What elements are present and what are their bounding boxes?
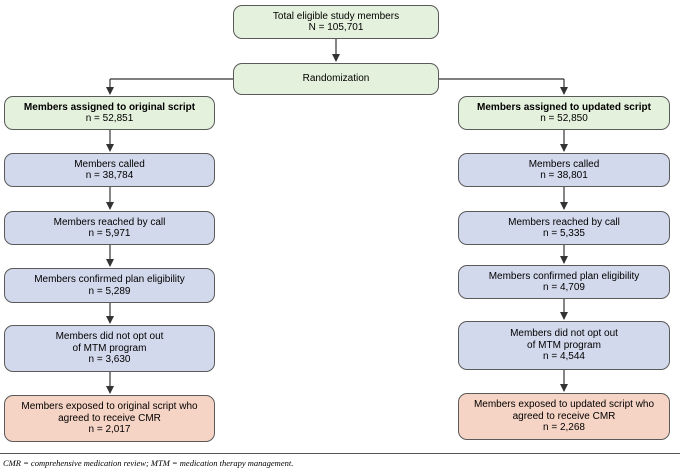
left-reached-label: Members reached by call — [53, 216, 166, 228]
left-not-opt-out-box: Members did not opt out of MTM program n… — [4, 325, 215, 372]
right-not-opt-out-count: n = 4,544 — [543, 351, 585, 363]
right-confirmed-box: Members confirmed plan eligibility n = 4… — [458, 265, 670, 299]
right-assigned-box: Members assigned to updated script n = 5… — [458, 96, 670, 130]
randomization-label: Randomization — [302, 73, 370, 85]
randomization-box: Randomization — [233, 63, 439, 95]
right-confirmed-label: Members confirmed plan eligibility — [488, 270, 640, 282]
left-assigned-count: n = 52,851 — [85, 113, 134, 124]
right-confirmed-count: n = 4,709 — [543, 282, 585, 293]
left-reached-count: n = 5,971 — [88, 228, 131, 239]
total-members-box: Total eligible study members N = 105,701 — [233, 5, 439, 39]
footnote-divider — [0, 453, 680, 454]
right-not-opt-out-box: Members did not opt out of MTM program n… — [458, 321, 670, 370]
total-label: Total eligible study members — [272, 10, 400, 22]
left-exposed-count: n = 2,017 — [88, 424, 131, 436]
left-assigned-label: Members assigned to original script — [23, 101, 196, 113]
right-called-count: n = 38,801 — [540, 170, 588, 181]
right-exposed-count: n = 2,268 — [543, 422, 585, 434]
left-confirmed-box: Members confirmed plan eligibility n = 5… — [4, 268, 215, 303]
right-not-opt-out-line2: of MTM program — [527, 339, 601, 351]
right-assigned-label: Members assigned to updated script — [477, 101, 651, 113]
right-reached-box: Members reached by call n = 5,335 — [458, 211, 670, 245]
right-exposed-box: Members exposed to updated script who ag… — [458, 393, 670, 440]
right-called-box: Members called n = 38,801 — [458, 153, 670, 187]
right-exposed-line1: Members exposed to updated script who — [473, 399, 655, 411]
left-reached-box: Members reached by call n = 5,971 — [4, 211, 215, 245]
left-not-opt-out-line1: Members did not opt out — [55, 331, 164, 343]
right-called-label: Members called — [528, 158, 600, 170]
left-not-opt-out-line2: of MTM program — [72, 342, 147, 354]
left-exposed-line2: agreed to receive CMR — [58, 412, 161, 424]
right-assigned-count: n = 52,850 — [540, 113, 588, 124]
left-exposed-box: Members exposed to original script who a… — [4, 395, 215, 442]
total-count: N = 105,701 — [308, 22, 364, 33]
left-called-label: Members called — [74, 158, 145, 170]
right-reached-count: n = 5,335 — [543, 228, 585, 239]
right-exposed-line2: agreed to receive CMR — [512, 410, 616, 422]
left-called-count: n = 38,784 — [85, 170, 134, 181]
left-confirmed-count: n = 5,289 — [88, 285, 131, 297]
footnote: CMR = comprehensive medication review; M… — [3, 458, 294, 468]
left-not-opt-out-count: n = 3,630 — [88, 354, 131, 366]
left-exposed-line1: Members exposed to original script who — [21, 401, 198, 413]
right-not-opt-out-line1: Members did not opt out — [510, 328, 618, 340]
left-confirmed-label: Members confirmed plan eligibility — [34, 274, 185, 285]
left-called-box: Members called n = 38,784 — [4, 153, 215, 187]
left-assigned-box: Members assigned to original script n = … — [4, 96, 215, 130]
right-reached-label: Members reached by call — [508, 216, 620, 228]
